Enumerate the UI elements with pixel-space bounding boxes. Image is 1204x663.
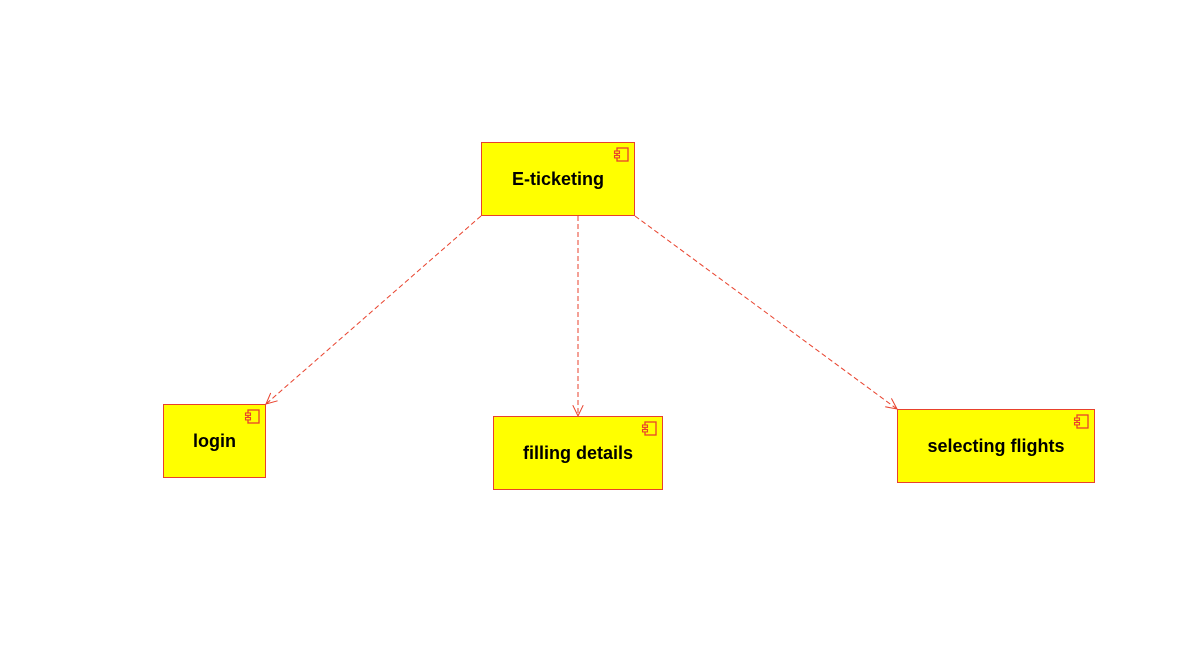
component-icon: [1073, 414, 1089, 429]
component-label: login: [193, 430, 236, 451]
component-icon: [641, 421, 657, 436]
dependency-arrow-selecting: [634, 215, 898, 410]
component-icon: [613, 147, 629, 162]
component-filling-details[interactable]: filling details: [493, 416, 663, 490]
component-label: filling details: [522, 442, 633, 463]
dependency-arrow-filling: [572, 216, 584, 418]
arrowhead-icon: [265, 392, 278, 405]
dependency-arrow-login: [265, 215, 482, 405]
component-selecting-flights[interactable]: selecting flights: [897, 409, 1095, 483]
component-e-ticketing[interactable]: E-ticketing: [481, 142, 635, 216]
component-label: E-ticketing: [511, 168, 604, 189]
dependency-line: [634, 215, 898, 410]
component-icon: [244, 409, 260, 424]
component-label: selecting flights: [927, 435, 1065, 456]
component-login[interactable]: login: [163, 404, 266, 478]
dependency-line: [265, 215, 482, 405]
